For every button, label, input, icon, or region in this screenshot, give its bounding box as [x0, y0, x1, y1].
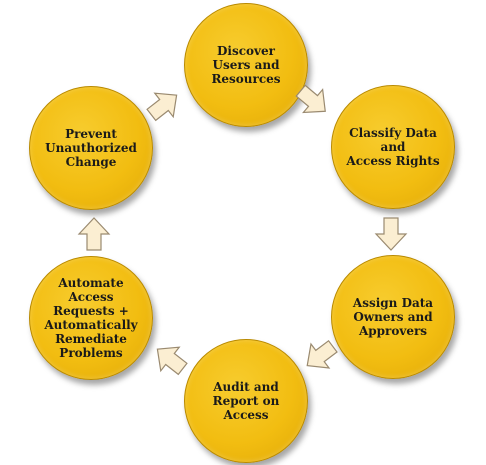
node-prevent-label: Prevent Unauthorized Change [45, 127, 137, 169]
node-audit: Audit and Report on Access [184, 339, 308, 463]
node-prevent: Prevent Unauthorized Change [29, 86, 153, 210]
node-assign-label: Assign Data Owners and Approvers [352, 296, 434, 338]
node-classify: Classify Data and Access Rights [331, 85, 455, 209]
arrow-discover-to-classify [290, 78, 337, 124]
arrow-automate-to-prevent [77, 217, 111, 251]
arrow-classify-to-assign [374, 217, 408, 251]
node-assign: Assign Data Owners and Approvers [331, 255, 455, 379]
node-discover-label: Discover Users and Resources [211, 44, 281, 86]
node-automate: Automate Access Requests + Automatically… [29, 256, 153, 380]
arrow-prevent-to-discover [141, 82, 187, 128]
arrow-audit-to-automate [147, 336, 193, 382]
node-automate-label: Automate Access Requests + Automatically… [44, 276, 138, 360]
node-classify-label: Classify Data and Access Rights [346, 126, 440, 168]
node-audit-label: Audit and Report on Access [212, 380, 280, 422]
node-discover: Discover Users and Resources [184, 3, 308, 127]
arrow-assign-to-audit [297, 333, 343, 379]
